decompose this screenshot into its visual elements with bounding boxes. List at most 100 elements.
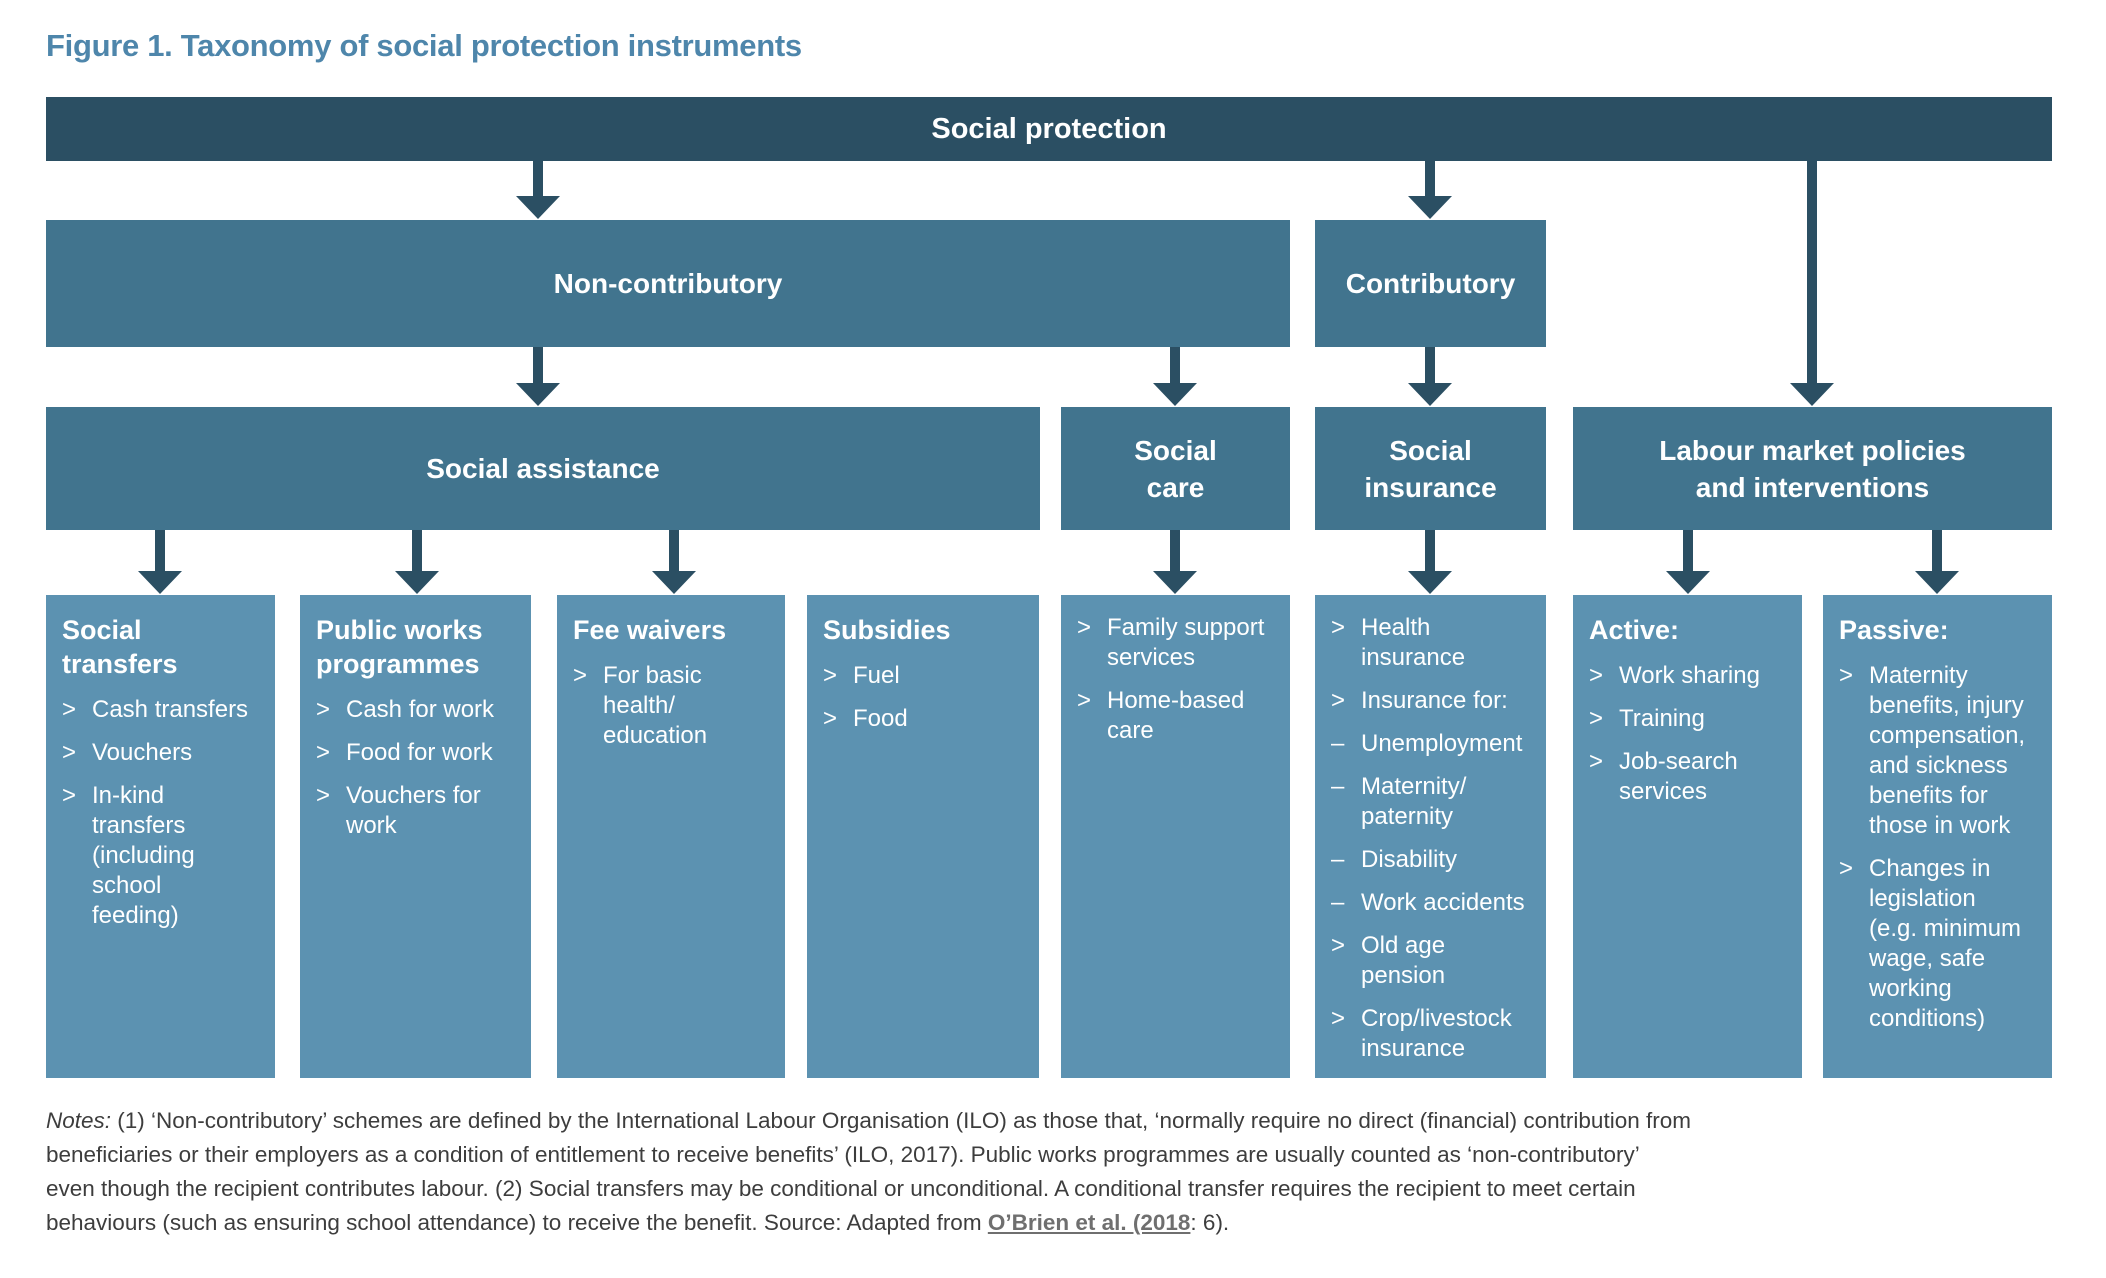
list-item-text: Crop/livestock insurance — [1361, 1005, 1512, 1062]
arrow-stem — [1807, 161, 1817, 383]
list-item: > Insurance for: — [1331, 686, 1534, 716]
bullet-marker: > — [316, 739, 331, 766]
source-link[interactable]: O’Brien et al. (2018 — [987, 1210, 1191, 1235]
list-item-text: Maternity benefits, injury compensation,… — [1869, 662, 2026, 839]
arrow-stem — [669, 530, 679, 571]
bullet-marker: – — [1331, 846, 1345, 873]
arrow-stem — [1425, 530, 1435, 571]
list-item-text: Insurance for: — [1361, 687, 1508, 714]
column-social-insurance-items: >Health insurance >Insurance for: –Unemp… — [1315, 595, 1546, 1078]
arrow-root-to-non-contributory — [516, 161, 560, 219]
bullet-marker: > — [1077, 687, 1092, 714]
box-label: Social protection — [931, 112, 1167, 145]
arrow-head-icon — [516, 383, 560, 406]
bullet-marker: > — [1331, 1005, 1346, 1032]
arrow-root-to-contributory — [1408, 161, 1452, 219]
column-header: Active: — [1589, 615, 1680, 645]
bullet-marker: > — [1839, 855, 1854, 882]
list-item: >Health insurance — [1331, 613, 1534, 673]
list-item-text: Unemployment — [1361, 730, 1523, 757]
arrow-stem — [412, 530, 422, 571]
list-item: >Old age pension — [1331, 931, 1534, 991]
box-social-insurance: Social insurance — [1315, 407, 1546, 530]
box-label: Labour market policies and interventions — [1659, 434, 1966, 503]
bullet-marker: > — [1589, 748, 1604, 775]
arrow-head-icon — [395, 571, 439, 594]
arrow-head-icon — [1915, 571, 1959, 594]
arrow-head-icon — [1153, 571, 1197, 594]
list-item: >Home-based care — [1077, 686, 1278, 746]
arrow-head-icon — [1790, 383, 1834, 406]
arrow-labour-market-to-passive — [1915, 530, 1959, 594]
list-item-text: Changes in legislation (e.g. minimum wag… — [1869, 855, 2022, 1032]
list-item-text: Cash transfers — [92, 696, 249, 723]
list-item-text: For basic health/ education — [603, 662, 708, 749]
column-header: Public works programmes — [316, 615, 483, 679]
list-item-text: Work accidents — [1361, 889, 1525, 916]
box-contributory: Contributory — [1315, 220, 1546, 347]
box-label: Contributory — [1345, 268, 1516, 299]
box-labour-market: Labour market policies and interventions — [1573, 407, 2052, 530]
arrow-stem — [1425, 161, 1435, 196]
bullet-marker: – — [1331, 889, 1345, 916]
bullet-marker: > — [823, 662, 838, 689]
column-subsidies: Subsidies > Fuel >Food — [807, 595, 1039, 1078]
notes-line3: even though the recipient contributes la… — [46, 1176, 1636, 1201]
bullet-marker: > — [1589, 705, 1604, 732]
column-header: Subsidies — [823, 615, 951, 645]
bullet-marker: > — [316, 782, 331, 809]
notes-line4: behaviours (such as ensuring school atte… — [46, 1210, 988, 1235]
box-social-protection: Social protection — [46, 97, 2052, 161]
list-item-text: Job-search services — [1619, 748, 1738, 805]
bullet-marker: > — [62, 739, 77, 766]
bullet-marker: > — [1839, 662, 1854, 689]
arrow-head-icon — [652, 571, 696, 594]
box-label: Social assistance — [426, 453, 660, 484]
arrow-head-icon — [1408, 383, 1452, 406]
list-item-text: Vouchers for work — [346, 782, 481, 839]
bullet-marker: > — [62, 782, 77, 809]
arrow-stem — [533, 161, 543, 196]
arrow-non-contributory-to-social-assistance — [516, 347, 560, 406]
arrow-social-care-to-items — [1153, 530, 1197, 594]
list-item-text: Disability — [1361, 846, 1458, 873]
list-item-text: Food — [853, 705, 908, 732]
notes-line2: beneficiaries or their employers as a co… — [46, 1142, 1640, 1167]
list-item: >Family support services — [1077, 613, 1278, 673]
list-item: –Maternity/ paternity — [1331, 772, 1534, 832]
column-header: Social transfers — [62, 615, 178, 679]
list-item-text: Cash for work — [346, 696, 495, 723]
arrow-stem — [1932, 530, 1942, 571]
list-item: > Maternity benefits, injury compensation… — [1839, 661, 2040, 841]
list-item: >Food — [823, 704, 1027, 734]
arrow-stem — [1425, 347, 1435, 383]
list-item: –Work accidents — [1331, 888, 1534, 918]
list-item: –Unemployment — [1331, 729, 1534, 759]
column-public-works-programmes: Public works programmes > Cash for work >… — [300, 595, 531, 1078]
box-social-care: Social care — [1061, 407, 1290, 530]
arrow-social-assistance-to-social-transfers — [138, 530, 182, 594]
bullet-marker: > — [1331, 614, 1346, 641]
arrow-stem — [1683, 530, 1693, 571]
list-item: >Food for work — [316, 738, 519, 768]
arrow-stem — [1170, 530, 1180, 571]
bullet-marker: > — [1331, 932, 1346, 959]
bullet-marker: – — [1331, 773, 1345, 800]
list-item: > Crop/livestock insurance — [1331, 1004, 1534, 1064]
list-item: > Fuel — [823, 661, 1027, 691]
arrow-head-icon — [138, 571, 182, 594]
notes-line1: (1) ‘Non-contributory’ schemes are defin… — [111, 1108, 1691, 1133]
bullet-marker: > — [573, 662, 588, 689]
bullet-marker: – — [1331, 730, 1345, 757]
bullet-marker: > — [316, 696, 331, 723]
list-item-text: Family support services — [1107, 614, 1265, 671]
list-item: >Work sharing — [1589, 661, 1790, 691]
arrow-head-icon — [1666, 571, 1710, 594]
arrow-root-to-labour-market — [1790, 161, 1834, 406]
notes-line4-end: : 6). — [1190, 1210, 1230, 1235]
list-item-text: Fuel — [853, 662, 900, 689]
column-social-care-items: >Family support services >Home-based car… — [1061, 595, 1290, 1078]
bullet-marker: > — [1331, 687, 1346, 714]
box-non-contributory: Non-contributory — [46, 220, 1290, 347]
